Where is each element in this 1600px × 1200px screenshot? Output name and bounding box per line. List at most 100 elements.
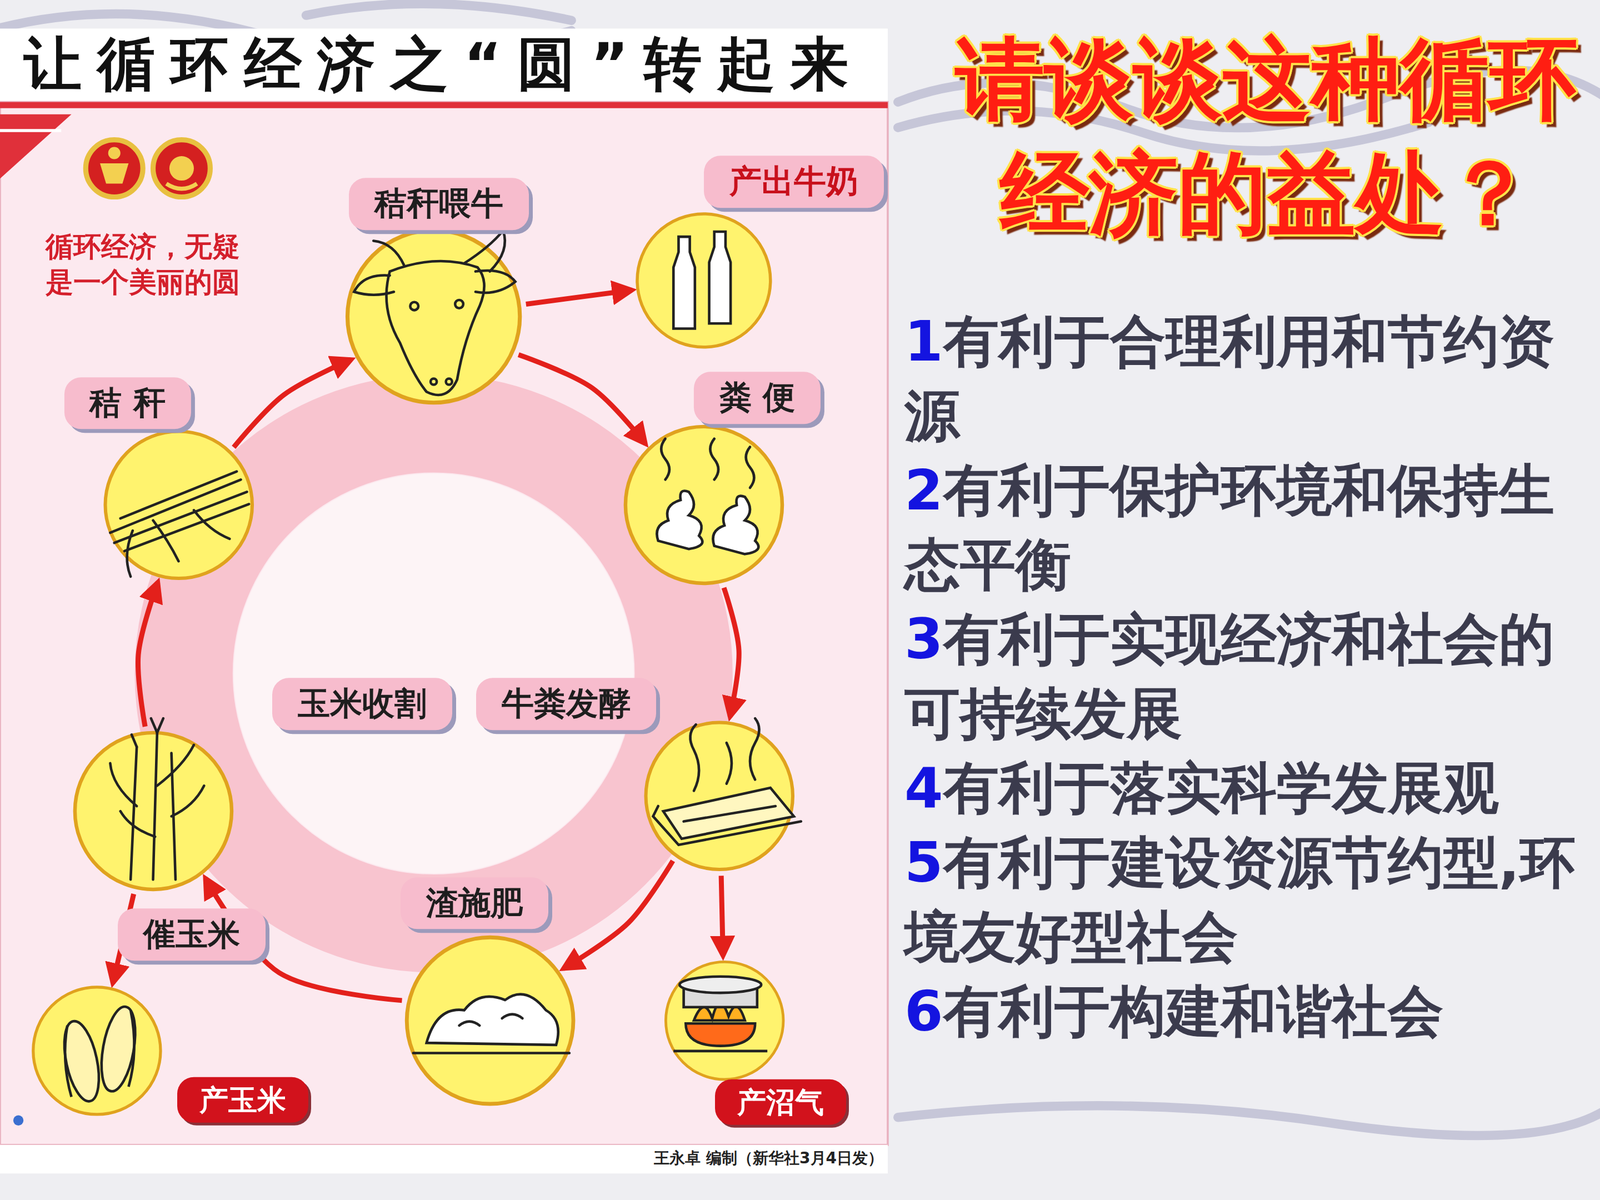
cow-drawing: [353, 275, 394, 295]
cow-drawing: [430, 378, 437, 385]
biogas-stove: [673, 1050, 768, 1053]
circle-outline: [102, 428, 256, 582]
biogas-stove: [673, 976, 768, 1052]
circle-outline: [343, 226, 524, 407]
circle-outline: [634, 211, 774, 350]
stage-circle: 产玉米: [30, 984, 164, 1118]
benefit-item: 1有利于合理利用和节约资源: [904, 304, 1592, 454]
item-text: 有利于合理利用和节约资源: [904, 308, 1555, 449]
cow-drawing: [373, 240, 404, 265]
flow-arrow: [721, 875, 723, 956]
cow-drawing: [446, 378, 453, 385]
cycle-ring: [233, 473, 634, 874]
emblem-icon: [100, 163, 129, 184]
milk-bottles: [673, 231, 731, 329]
stage-label: 秸秆喂牛: [348, 178, 529, 231]
straw-bundle: [110, 471, 249, 577]
item-text: 有利于构建和谐社会: [943, 978, 1444, 1044]
corn-plants: [171, 753, 176, 880]
manure-heap: [426, 994, 559, 1045]
benefit-item: 5有利于建设资源节约型,环境友好型社会: [904, 825, 1592, 975]
fermentation-pit: [653, 718, 802, 845]
fermentation-pit: [653, 806, 802, 845]
item-number: 4: [904, 755, 944, 821]
circle-outline: [403, 933, 577, 1108]
corn-cobs: [96, 1003, 142, 1094]
item-number: 3: [904, 606, 944, 672]
cow-drawing: [464, 230, 505, 272]
dung-drawing: [656, 490, 703, 549]
corn-plants: [131, 718, 164, 747]
biogas-stove: [693, 1003, 745, 1020]
fermentation-pit: [683, 806, 776, 822]
circle-outline: [622, 423, 786, 587]
milk-bottles: [673, 236, 695, 329]
flow-arrow: [233, 359, 352, 448]
corn-plants: [171, 785, 205, 817]
poster-panel: [0, 102, 888, 109]
swirl-decoration: [306, 3, 572, 21]
corn-plants: [157, 745, 194, 786]
benefit-list: 1有利于合理利用和节约资源2有利于保护环境和保持生态平衡3有利于实现经济和社会的…: [904, 304, 1592, 1049]
dung-drawing: [746, 446, 755, 488]
biogas-stove: [685, 1023, 755, 1046]
corn-plants: [120, 811, 155, 837]
benefit-item: 6有利于构建和谐社会: [904, 974, 1592, 1049]
item-text: 有利于落实科学发展观: [943, 755, 1499, 821]
corn-plants: [130, 746, 137, 880]
stage-label: 产出牛奶: [703, 155, 884, 208]
poster-panel: [13, 1115, 24, 1126]
swirl-decoration: [897, 1105, 1600, 1136]
dung-drawing: [656, 438, 759, 555]
emblem-icon: [169, 156, 194, 181]
cow-drawing: [353, 230, 515, 395]
emblem-icon: [166, 183, 197, 189]
benefit-item: 4有利于落实科学发展观: [904, 751, 1592, 826]
poster-panel: [0, 28, 888, 1174]
stage-circle: 渣施肥: [403, 933, 577, 1108]
milk-bottles: [709, 231, 732, 324]
item-number: 5: [904, 830, 944, 895]
cow-drawing: [410, 302, 419, 311]
fermentation-pit: [663, 787, 794, 839]
item-number: 6: [904, 978, 944, 1044]
straw-bundle: [114, 491, 248, 543]
stage-label: 秸 秆: [63, 377, 191, 430]
stage-label: 粪 便: [693, 372, 821, 425]
circle-outline: [406, 937, 574, 1104]
item-number: 1: [904, 308, 944, 374]
dung-drawing: [710, 438, 719, 480]
stage-circle: 产出牛奶: [634, 211, 774, 350]
poster-panel: [0, 128, 62, 133]
circle-outline: [33, 987, 161, 1115]
item-text: 有利于建设资源节约型,环境友好型社会: [904, 830, 1576, 970]
credit-line: 王永卓 编制（新华社3月4日发）: [653, 1147, 884, 1169]
stage-label: 产玉米: [177, 1077, 309, 1123]
dung-drawing: [661, 438, 670, 480]
question-heading: 请谈谈这种循环经济的益处？: [938, 22, 1595, 250]
stage-circle: 牛粪发酵: [642, 719, 797, 873]
cycle-ring: [183, 423, 684, 924]
item-text: 有利于保护环境和保持生态平衡: [904, 457, 1555, 598]
poster-panel: [0, 1145, 888, 1174]
circle-outline: [642, 719, 797, 873]
poster-note: 循环经济，无疑是一个美丽的圆: [45, 228, 253, 300]
corn-cobs: [58, 1003, 142, 1104]
emblem-icon: [153, 140, 211, 198]
stage-label: 渣施肥: [400, 877, 549, 930]
stage-circle: 玉米收割: [71, 729, 235, 893]
flow-arrow: [526, 290, 633, 304]
biogas-stove: [683, 984, 758, 1007]
manure-heap: [413, 994, 570, 1054]
corn-plants: [153, 732, 158, 880]
circle-outline: [74, 732, 232, 890]
poster-panel: [0, 102, 888, 1145]
poster-title: 让循环经济之“圆”转起来: [0, 25, 888, 103]
dung-drawing: [712, 496, 759, 555]
flow-arrow: [137, 582, 158, 727]
fermentation-pit: [690, 724, 699, 791]
benefit-item: 3有利于实现经济和社会的可持续发展: [904, 602, 1592, 752]
biogas-stove: [679, 976, 762, 993]
corn-cobs: [65, 1010, 135, 1097]
item-text: 有利于实现经济和社会的可持续发展: [904, 606, 1555, 747]
